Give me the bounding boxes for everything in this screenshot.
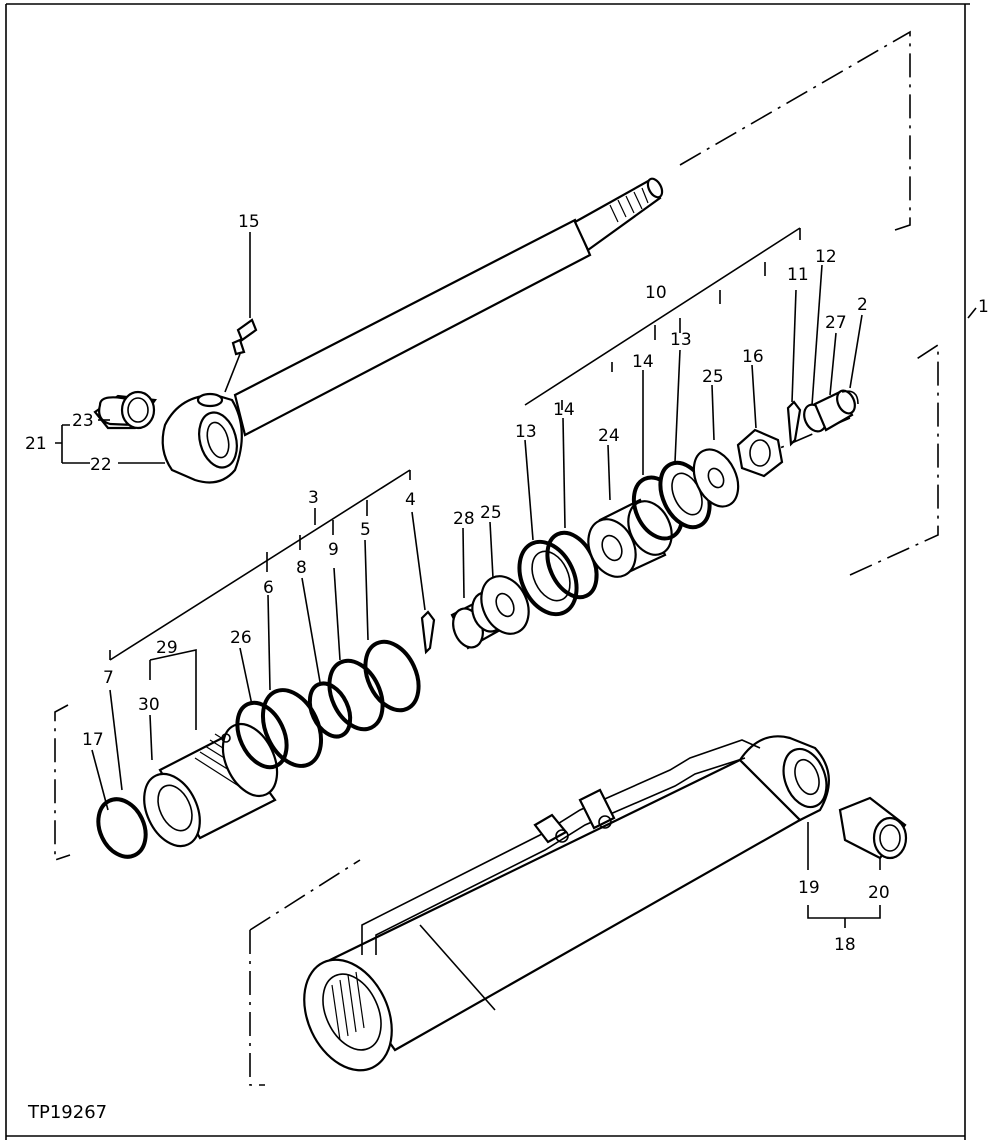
callout-24: 24 <box>598 426 620 446</box>
callout-21: 21 <box>25 434 47 454</box>
leader-lines <box>55 227 977 928</box>
callout-3: 3 <box>308 488 319 508</box>
piston-parts <box>450 389 859 650</box>
bushing-23 <box>93 390 157 430</box>
callout-19: 19 <box>798 878 820 898</box>
cylinder-barrel <box>303 735 830 1072</box>
callout-14b: 14 <box>632 352 654 372</box>
callout-7: 7 <box>103 668 114 688</box>
callout-17: 17 <box>82 730 104 750</box>
callout-28: 28 <box>453 509 475 529</box>
callout-27: 27 <box>825 313 847 333</box>
figure-id: TP19267 <box>27 1102 107 1123</box>
bushing-20 <box>838 796 908 860</box>
callout-26: 26 <box>230 628 252 648</box>
callout-10: 10 <box>645 283 667 303</box>
cylinder-head <box>96 610 436 859</box>
frame <box>5 3 970 1140</box>
callout-12: 12 <box>815 247 837 267</box>
group-outlines <box>54 30 939 1086</box>
callout-6: 6 <box>263 578 274 598</box>
piston-rod <box>161 177 664 484</box>
callout-4: 4 <box>405 490 416 510</box>
callout-23: 23 <box>72 411 94 431</box>
callout-8: 8 <box>296 558 307 578</box>
callout-22: 22 <box>90 455 112 475</box>
callout-13a: 13 <box>515 422 537 442</box>
callout-11: 11 <box>787 265 809 285</box>
callout-29: 29 <box>156 638 178 658</box>
callout-2: 2 <box>857 295 868 315</box>
callout-5: 5 <box>360 520 371 540</box>
callout-9: 9 <box>328 540 339 560</box>
callout-13b: 13 <box>670 330 692 350</box>
callout-labels: 1 2 3 4 5 6 7 8 9 10 11 12 13 13 14 14 1… <box>25 212 989 955</box>
callout-18: 18 <box>834 935 856 955</box>
callout-15: 15 <box>238 212 260 232</box>
callout-1: 1 <box>978 297 989 317</box>
callout-14a: 14 <box>553 400 575 420</box>
callout-25b: 25 <box>702 367 724 387</box>
callout-25a: 25 <box>480 503 502 523</box>
grease-fitting <box>224 318 258 393</box>
callout-16: 16 <box>742 347 764 367</box>
callout-20: 20 <box>868 883 890 903</box>
callout-30: 30 <box>138 695 160 715</box>
